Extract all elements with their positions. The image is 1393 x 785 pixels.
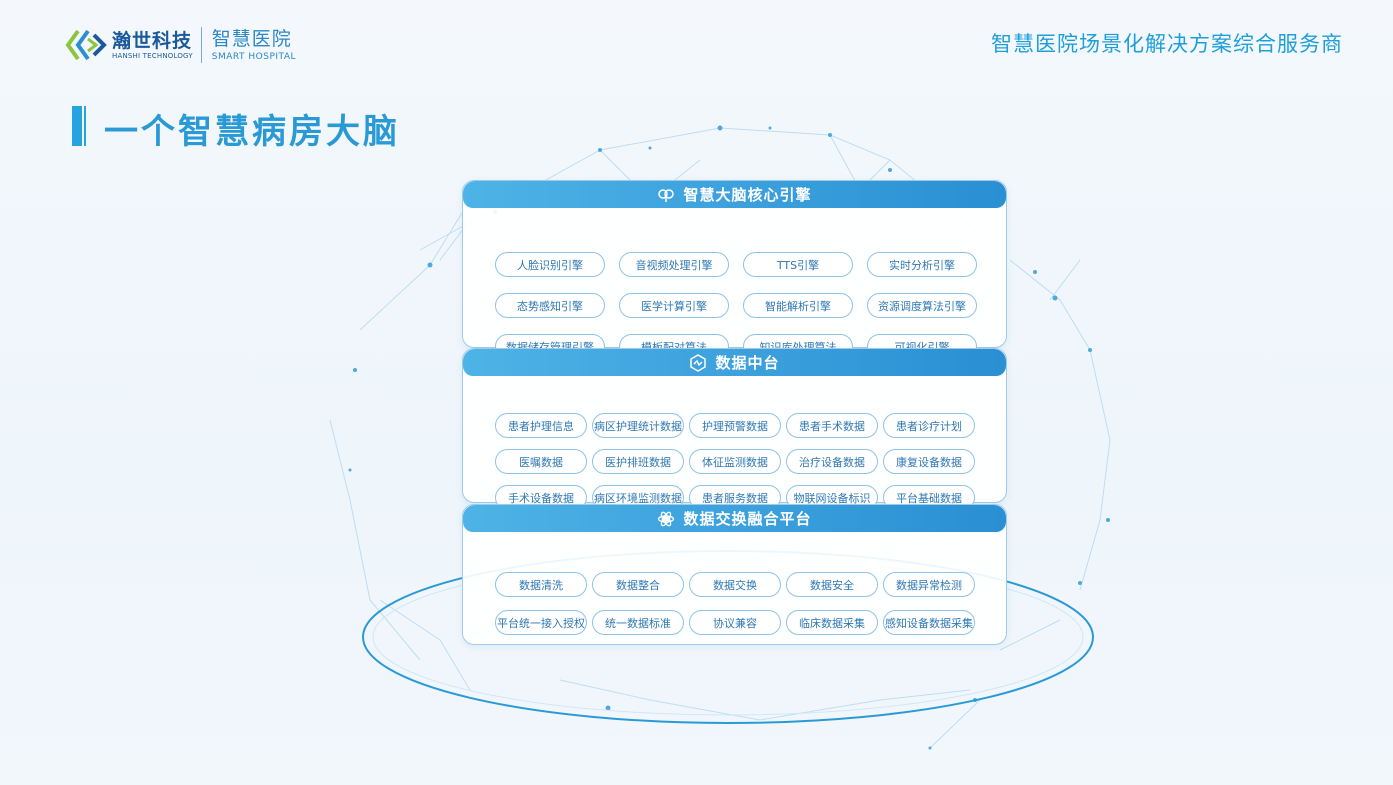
logo-sub: 智慧医院 SMART HOSPITAL: [212, 27, 296, 63]
module-pill[interactable]: 体征监测数据: [689, 449, 781, 474]
company-logo[interactable]: 瀚世科技 HANSHI TECHNOLOGY 智慧医院 SMART HOSPIT…: [64, 24, 296, 66]
module-pill[interactable]: 患者诊疗计划: [883, 413, 975, 438]
module-pill[interactable]: 协议兼容: [689, 610, 781, 635]
hanshi-logo-icon: [65, 29, 107, 61]
header: 瀚世科技 HANSHI TECHNOLOGY 智慧医院 SMART HOSPIT…: [0, 0, 1393, 80]
logo-company-english: HANSHI TECHNOLOGY: [112, 51, 193, 60]
page-title: 一个智慧病房大脑: [104, 112, 400, 152]
panel-core-engine: 智慧大脑核心引擎 人脸识别引擎音视频处理引擎 TTS引擎实时分析引擎态势感知引擎医…: [462, 180, 1007, 359]
module-pill[interactable]: 医学计算引擎: [619, 293, 729, 318]
module-pill[interactable]: 患者服务数据: [689, 485, 781, 510]
exchange-icon: [658, 511, 675, 526]
title-accent-line: [84, 106, 86, 146]
logo-company-name: 瀚世科技: [112, 29, 193, 52]
module-pill[interactable]: 数据安全: [786, 572, 878, 597]
logo-sub-name: 智慧医院: [211, 28, 292, 50]
module-pill[interactable]: 临床数据采集: [786, 610, 878, 635]
module-pill[interactable]: 数据整合: [592, 572, 684, 597]
module-pill[interactable]: 数据异常检测: [883, 572, 975, 597]
module-pill[interactable]: 智能解析引擎: [743, 293, 853, 318]
module-pill[interactable]: 人脸识别引擎: [495, 252, 605, 277]
logo-text: 瀚世科技 HANSHI TECHNOLOGY: [112, 30, 193, 61]
data-hub-icon: [690, 353, 707, 372]
panel-title: 数据交换融合平台: [683, 510, 812, 528]
module-pill[interactable]: 感知设备数据采集: [883, 610, 975, 635]
module-pill[interactable]: 护理预警数据: [689, 413, 781, 438]
module-pill[interactable]: 态势感知引擎: [495, 293, 605, 318]
panel-exchange-platform: 数据交换融合平台 数据清洗数据整合数据交换数据安全数据异常检测平台统一接入授权统…: [462, 504, 1007, 645]
module-pill[interactable]: TTS引擎: [743, 252, 853, 277]
module-pill[interactable]: 数据交换: [689, 572, 781, 597]
title-accent-bar: [72, 106, 82, 146]
panel-data-hub: 数据中台 患者护理信息病区护理统计数据护理预警数据患者手术数据患者诊疗计划医嘱数…: [462, 348, 1007, 510]
module-pill[interactable]: 治疗设备数据: [786, 449, 878, 474]
panel-header: 数据中台: [463, 349, 1006, 376]
module-pill[interactable]: 平台统一接入授权: [495, 610, 587, 635]
module-pill[interactable]: 医护排班数据: [592, 449, 684, 474]
panel-title: 智慧大脑核心引擎: [683, 186, 812, 204]
logo-divider: [200, 27, 202, 63]
module-pill[interactable]: 实时分析引擎: [867, 252, 977, 277]
module-pill[interactable]: 患者护理信息: [495, 413, 587, 438]
module-pill[interactable]: 康复设备数据: [883, 449, 975, 474]
panel-header: 智慧大脑核心引擎: [463, 181, 1006, 208]
panel-title: 数据中台: [715, 354, 780, 372]
logo-sub-english: SMART HOSPITAL: [211, 52, 297, 62]
module-pill[interactable]: 医嘱数据: [495, 449, 587, 474]
module-pill[interactable]: 统一数据标准: [592, 610, 684, 635]
module-pill[interactable]: 音视频处理引擎: [619, 252, 729, 277]
slogan: 智慧医院场景化解决方案综合服务商: [991, 32, 1343, 56]
module-pill[interactable]: 病区护理统计数据: [592, 413, 684, 438]
module-pill[interactable]: 患者手术数据: [786, 413, 878, 438]
panel-header: 数据交换融合平台: [463, 505, 1006, 532]
brain-icon: [658, 188, 675, 202]
module-pill[interactable]: 数据清洗: [495, 572, 587, 597]
module-pill[interactable]: 资源调度算法引擎: [867, 293, 977, 318]
